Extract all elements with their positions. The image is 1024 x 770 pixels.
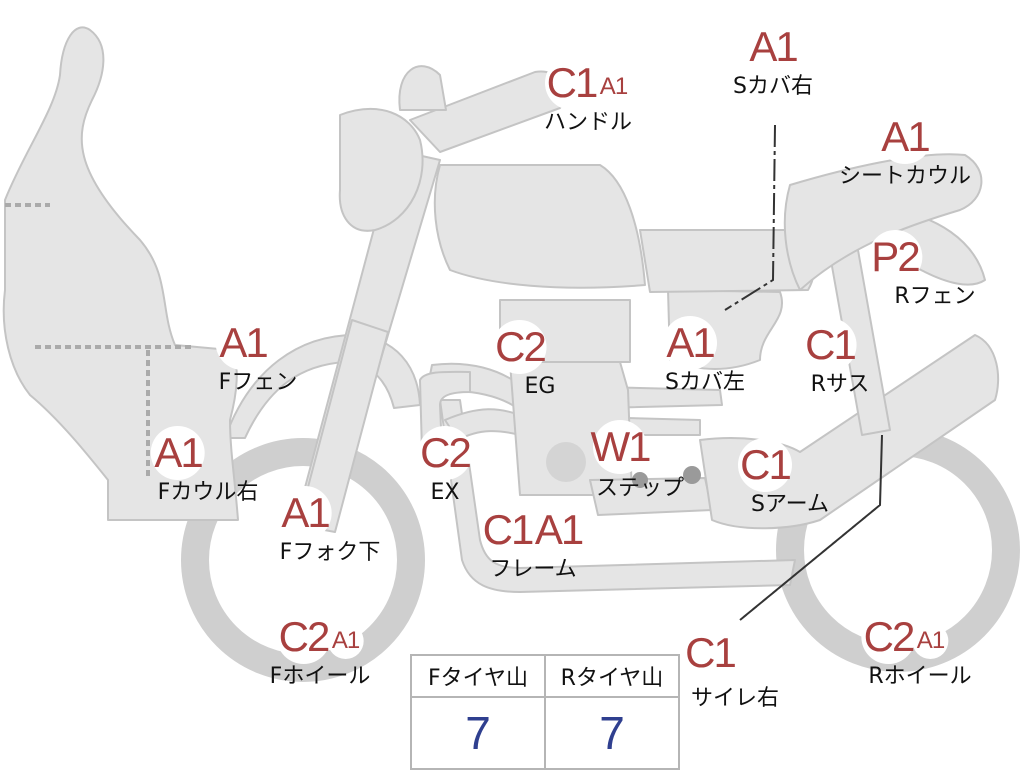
rear-tire-header: Rタイヤ山 <box>544 654 680 698</box>
rear-tire-value: 7 <box>544 696 680 770</box>
grade-badge: A1 <box>879 112 931 162</box>
part-side-cover-right: A1 Sカバ右 <box>733 22 813 100</box>
grade-badge: A1 <box>914 625 947 657</box>
part-front-cowl-right: A1 Fカウル右 <box>153 428 259 506</box>
front-cowl-shape <box>2 26 239 521</box>
grade-badge: W1 <box>590 422 651 472</box>
silencer-right-leader <box>739 434 883 621</box>
grade-badge: C2 <box>494 322 547 372</box>
part-front-fender: A1 Fフェン <box>218 318 298 396</box>
front-tire-header: Fタイヤ山 <box>410 654 546 698</box>
part-label: Rフェン <box>894 284 976 309</box>
part-label: Fフォク下 <box>279 540 381 565</box>
step-peg-left-shape <box>632 472 648 488</box>
front-fork-lower-shape <box>297 319 389 533</box>
part-seat-cowl: A1 シートカウル <box>839 112 971 190</box>
grade-badge: C2 <box>278 612 330 662</box>
tire-tread-table: Fタイヤ山 Rタイヤ山 7 7 <box>410 654 680 770</box>
step-peg-right-shape <box>683 466 701 484</box>
part-label: Fカウル右 <box>157 480 259 505</box>
part-label: シートカウル <box>838 164 972 189</box>
grade-badge: A1 <box>280 488 331 538</box>
grade-badge: A1 <box>597 71 630 103</box>
grade-badge: A1 <box>748 22 799 72</box>
part-step: W1 ステップ <box>590 422 685 502</box>
grade-badge: A1 <box>329 625 362 657</box>
grade-badge: A1 <box>153 428 204 478</box>
part-label: フレーム <box>489 557 577 582</box>
front-tire-value: 7 <box>410 696 546 770</box>
part-rear-suspension: C1 Rサス <box>804 320 870 398</box>
grade-badge: P2 <box>869 232 921 282</box>
side-cover-right-leader <box>724 124 776 311</box>
grade-badge: C2 <box>420 428 472 478</box>
part-swing-arm: C1 Sアーム <box>740 440 829 518</box>
engine-cover-shape <box>546 442 586 482</box>
part-silencer-right: C1 サイレ右 <box>684 628 780 712</box>
part-label: Sカバ右 <box>733 74 813 99</box>
grade-badge: C2 <box>863 612 915 662</box>
grade-badge: A1 <box>218 318 269 368</box>
grade-badge: C1 <box>684 628 737 678</box>
part-label: EG <box>524 374 556 399</box>
part-label: サイレ右 <box>690 686 780 711</box>
grade-badge: C1 <box>546 58 598 108</box>
grade-badge: A1 <box>533 505 584 555</box>
part-label: Fホイール <box>269 664 371 689</box>
grade-badge: C1 <box>482 505 534 555</box>
part-label: ステップ <box>595 476 685 501</box>
part-side-cover-left: A1 Sカバ左 <box>665 318 745 396</box>
part-label: EX <box>430 480 460 505</box>
part-rear-fender: P2 Rフェン <box>869 232 976 310</box>
fuel-tank-shape <box>433 164 646 289</box>
grade-badge: C1 <box>740 440 792 490</box>
headlight-shape <box>338 108 424 232</box>
grade-badge: A1 <box>665 318 716 368</box>
part-engine: C2 EG <box>485 322 556 400</box>
part-label: Sカバ左 <box>665 370 745 395</box>
grade-badge: C1 <box>804 320 857 370</box>
part-label: ハンドル <box>543 110 633 135</box>
part-front-fork-lower: A1 Fフォク下 <box>279 488 381 566</box>
part-exhaust: C2 EX <box>420 428 472 506</box>
part-label: Rサス <box>810 372 870 397</box>
part-label: Fフェン <box>218 370 298 395</box>
front-wheel-shape <box>181 438 425 682</box>
part-label: Rホイール <box>868 664 972 689</box>
part-label: Sアーム <box>751 492 829 517</box>
mirror-shape <box>398 65 447 111</box>
